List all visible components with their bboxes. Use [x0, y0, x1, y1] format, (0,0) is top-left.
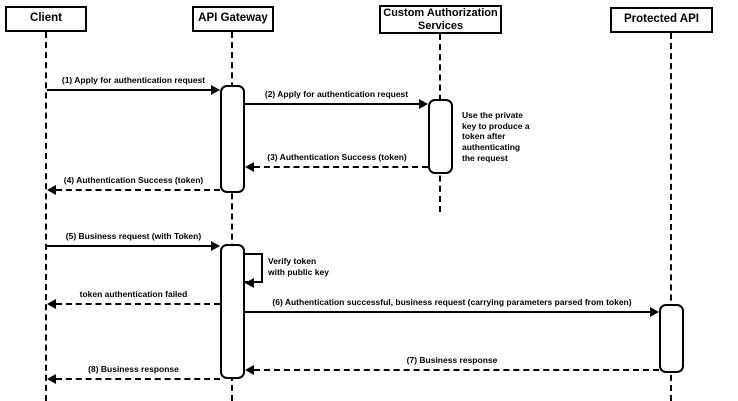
activation-api-gateway-1 [220, 85, 245, 193]
message-7-line [254, 369, 659, 371]
self-message-label: Verify token with public key [268, 256, 329, 277]
message-3-label: (3) Authentication Success (token) [267, 152, 407, 162]
arrowhead-icon [211, 85, 220, 95]
message-8-line [56, 378, 220, 380]
arrowhead-icon [245, 278, 254, 288]
message-4-label: (4) Authentication Success (token) [63, 175, 204, 185]
self-message-loop [245, 253, 263, 283]
message-8-label: (8) Business response [88, 364, 179, 374]
lifeline-api-gateway [231, 32, 233, 401]
participant-label: Protected API [624, 13, 699, 26]
message-2-label: (2) Apply for authentication request [264, 89, 409, 99]
arrowhead-icon [650, 307, 659, 317]
lifeline-client [45, 32, 47, 401]
participant-label: API Gateway [198, 12, 268, 25]
message-4-line [56, 189, 220, 191]
participant-protected-api: Protected API [610, 7, 713, 33]
activation-protected-api [659, 304, 684, 373]
message-2-line [245, 103, 419, 105]
activation-custom-authorization [428, 99, 453, 174]
activation-api-gateway-2 [220, 244, 245, 379]
lifeline-protected-api [670, 33, 672, 401]
message-6-line [245, 311, 650, 313]
message-7-label: (7) Business response [406, 355, 498, 365]
message-5-label: (5) Business request (with Token) [65, 231, 202, 241]
participant-api-gateway: API Gateway [192, 6, 274, 32]
participant-client: Client [5, 6, 87, 32]
message-1-label: (1) Apply for authentication request [61, 75, 206, 85]
message-token-failed-label: token authentication failed [79, 289, 188, 299]
message-1-line [47, 89, 211, 91]
arrowhead-icon [47, 374, 56, 384]
arrowhead-icon [419, 99, 428, 109]
participant-label: Custom Authorization Services [383, 6, 498, 32]
participant-custom-authorization-services: Custom Authorization Services [379, 5, 502, 34]
arrowhead-icon [47, 299, 56, 309]
arrowhead-icon [245, 365, 254, 375]
arrowhead-icon [245, 162, 254, 172]
message-3-line [254, 166, 428, 168]
message-6-label: (6) Authentication successful, business … [272, 297, 632, 307]
arrowhead-icon [47, 185, 56, 195]
arrowhead-icon [211, 241, 220, 251]
message-5-line [47, 245, 211, 247]
message-token-failed-line [56, 303, 220, 305]
participant-label: Client [30, 12, 62, 25]
note-private-key: Use the private key to produce a token a… [462, 110, 530, 163]
